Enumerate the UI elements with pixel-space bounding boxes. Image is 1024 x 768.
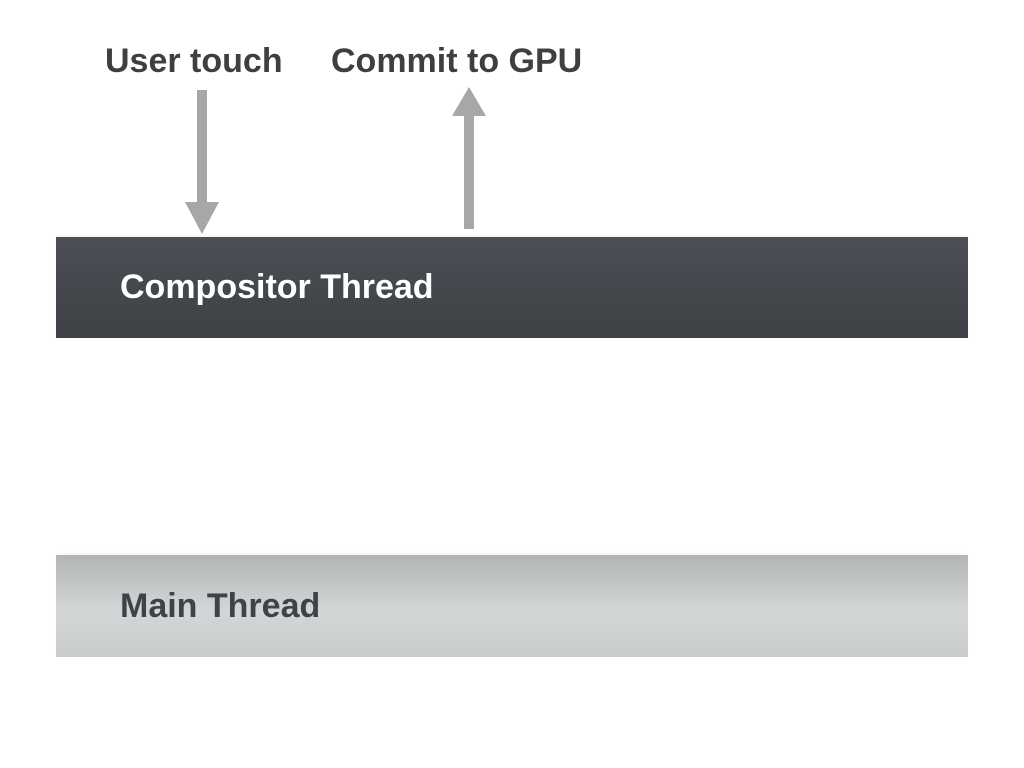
arrow-up-stem [464, 114, 474, 229]
compositor-thread-label: Compositor Thread [120, 268, 434, 306]
main-thread-bar: Main Thread [56, 555, 968, 657]
arrow-up-icon [452, 87, 486, 229]
compositor-thread-bar: Compositor Thread [56, 237, 968, 338]
main-thread-label: Main Thread [120, 586, 321, 625]
commit-to-gpu-label: Commit to GPU [331, 42, 583, 80]
arrow-up-head [452, 87, 486, 116]
arrow-down-icon [185, 90, 219, 234]
arrow-down-head [185, 202, 219, 234]
arrow-down-stem [197, 90, 207, 206]
user-touch-label: User touch [105, 42, 283, 80]
